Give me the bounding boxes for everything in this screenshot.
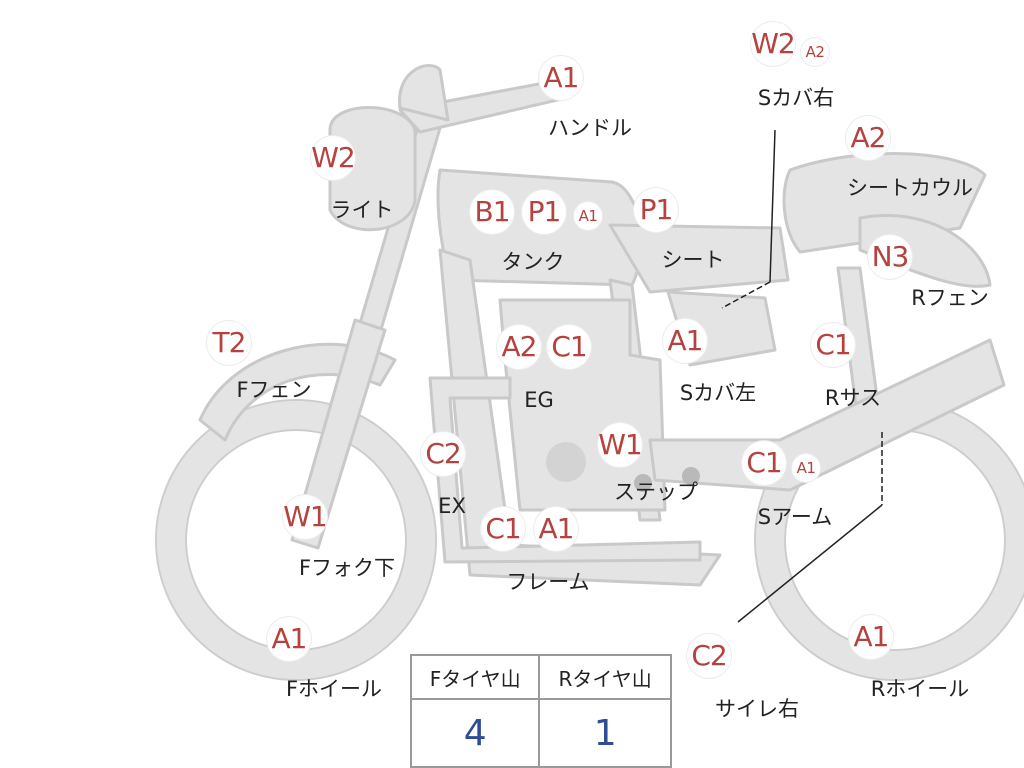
front-fork-lower-shape (290, 318, 387, 550)
muffler-right-label: サイレ右 (715, 697, 799, 721)
front-tire-tread-value: 4 (409, 698, 541, 768)
seat-code-1: P1 (634, 188, 678, 232)
rear-suspension-label: Rサス (824, 386, 882, 410)
step-right (682, 467, 700, 485)
frame-code-2: A1 (534, 507, 578, 551)
engine-cover (546, 442, 586, 482)
seat-cover-left-label: Sカバ左 (679, 381, 757, 405)
front-wheel-label: Fホイール (285, 677, 383, 701)
step-left (634, 474, 652, 492)
light-label: ライト (330, 198, 394, 222)
muffler-right-code-1: C2 (687, 634, 731, 678)
mirror-shape (398, 64, 450, 122)
rear-tire-tread-header: Rタイヤ山 (538, 654, 672, 700)
front-fender-code-1: T2 (207, 321, 251, 365)
rear-suspension-code-1: C1 (811, 323, 855, 367)
tank-code-3: A1 (574, 202, 602, 230)
front-fender-label: Fフェン (236, 378, 312, 402)
exhaust-shape (428, 376, 702, 564)
front-tire-tread-header: Fタイヤ山 (409, 654, 541, 700)
seat-cover-left-code-1: A1 (663, 319, 707, 363)
seat-cowl-label: シートカウル (847, 176, 973, 200)
seat-cover-right-code-1: W2 (751, 22, 796, 66)
front-wheel-code-1: A1 (267, 617, 311, 661)
engine-code-1: A2 (497, 325, 541, 369)
engine-code-2: C1 (547, 325, 591, 369)
step-label: ステップ (614, 480, 698, 504)
muffler-right-leader (737, 504, 883, 623)
exhaust-label: EX (438, 494, 466, 518)
seat-cover-right-leader-dash (721, 281, 771, 309)
tank-code-1: B1 (470, 190, 514, 234)
seat-shape (608, 223, 790, 294)
front-wheel-rim (155, 399, 437, 681)
frame-code-1: C1 (481, 507, 525, 551)
tire-tread-table: Fタイヤ山 Rタイヤ山 4 1 (409, 654, 672, 768)
front-fork-lower-code-1: W1 (283, 495, 328, 539)
swing-arm-label: Sアーム (757, 505, 833, 529)
seat-cowl-code-1: A2 (846, 116, 890, 160)
light-code-1: W2 (311, 136, 356, 180)
rear-fender-code-1: N3 (868, 235, 912, 279)
rear-wheel-label: Rホイール (870, 677, 970, 701)
swing-arm-code-2: A1 (792, 454, 820, 482)
engine-label: EG (524, 388, 554, 412)
headlight-shape (328, 106, 417, 232)
front-fork-lower-label: Fフォク下 (298, 556, 396, 580)
tank-label: タンク (501, 250, 565, 274)
rear-fender-label: Rフェン (911, 286, 989, 310)
seat-label: シート (661, 248, 725, 272)
handle-label: ハンドル (548, 116, 632, 140)
swing-arm-code-1: C1 (742, 441, 786, 485)
seat-cover-right-code-2: A2 (801, 38, 829, 66)
rear-tire-tread-value: 1 (538, 698, 672, 768)
tank-code-2: P1 (522, 190, 566, 234)
step-code-1: W1 (598, 423, 643, 467)
front-wheel-outline (157, 401, 435, 679)
handle-code-1: A1 (539, 56, 583, 100)
exhaust-code-1: C2 (421, 432, 465, 476)
rear-wheel-code-1: A1 (849, 615, 893, 659)
frame-label: フレーム (506, 570, 590, 594)
seat-cover-right-label: Sカバ右 (757, 86, 835, 110)
seat-cover-right-leader (769, 129, 776, 283)
swing-arm-shape (648, 338, 1006, 492)
